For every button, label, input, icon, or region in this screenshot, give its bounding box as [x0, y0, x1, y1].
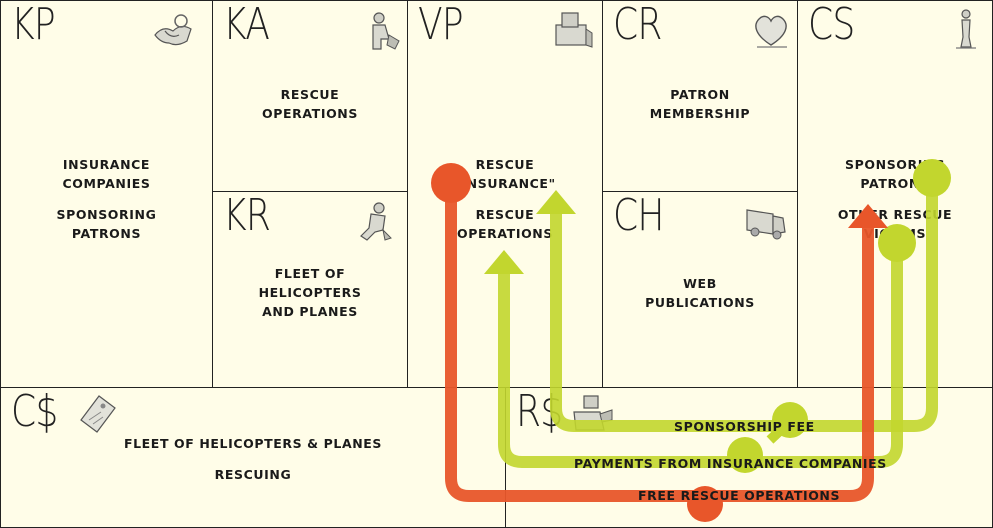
activity-item: RESCUE [280, 87, 340, 102]
cost-structure-code: C$ [11, 386, 58, 437]
key-resources-list: FLEET OF HELICOPTERS AND PLANES [213, 264, 407, 321]
value-propositions-block: VP RESCUE "INSURANCE" RESCUE OPERATIONS [407, 0, 603, 388]
key-activities-list: RESCUE OPERATIONS [213, 85, 407, 123]
cash-register-icon [573, 395, 613, 431]
segment-item: VICTIMS [863, 226, 927, 241]
resource-worker-icon [360, 202, 392, 241]
segment-item: PATRONS [860, 176, 930, 191]
key-activities-code: KA [223, 0, 270, 50]
value-item: RESCUE [475, 207, 535, 222]
person-standing-icon [956, 9, 976, 49]
value-propositions-code: VP [418, 0, 464, 50]
value-item: OPERATIONS [457, 226, 553, 241]
resource-item: FLEET OF [274, 266, 346, 281]
free-rescue-label: FREE RESCUE OPERATIONS [638, 488, 841, 503]
value-item: RESCUE [475, 157, 535, 172]
channels-list: WEB PUBLICATIONS [603, 274, 797, 312]
channels-block: CH WEB PUBLICATIONS [602, 191, 798, 388]
cost-structure-block: C$ FLEET OF HELICOPTERS & PLANES RESCUIN… [0, 387, 506, 528]
channel-item: PUBLICATIONS [645, 295, 755, 310]
key-resources-code: KR [223, 190, 271, 241]
key-partners-block: KP INSURANCE COMPANIES SPONSORING PATRON… [0, 0, 213, 388]
channels-code: CH [613, 190, 665, 241]
resource-item: AND PLANES [262, 304, 358, 319]
customer-segments-list: SPONSORING PATRONS OTHER RESCUE VICTIMS [798, 155, 992, 243]
partner-item: PATRONS [71, 226, 142, 241]
revenue-streams-code: R$ [516, 386, 563, 437]
customer-relationships-list: PATRON MEMBERSHIP [603, 85, 797, 123]
key-partners-code: KP [11, 0, 56, 50]
key-resources-block: KR FLEET OF HELICOPTERS AND PLANES [212, 191, 408, 388]
price-tag-icon [80, 395, 116, 433]
partner-item: COMPANIES [62, 176, 151, 191]
customer-relationships-code: CR [613, 0, 662, 50]
key-partners-list: INSURANCE COMPANIES SPONSORING PATRONS [1, 155, 212, 243]
sponsorship-fee-label: SPONSORSHIP FEE [674, 419, 815, 434]
cost-structure-list: FLEET OF HELICOPTERS & PLANES RESCUING [1, 434, 505, 484]
value-propositions-list: RESCUE "INSURANCE" RESCUE OPERATIONS [408, 155, 602, 243]
heart-icon [755, 15, 787, 48]
partnership-handshake-icon [154, 14, 192, 46]
key-activities-block: KA RESCUE OPERATIONS [212, 0, 408, 192]
partner-item: SPONSORING [56, 207, 157, 222]
payments-label: PAYMENTS FROM INSURANCE COMPANIES [574, 456, 887, 471]
segment-item: OTHER RESCUE [837, 207, 953, 222]
resource-item: HELICOPTERS [258, 285, 362, 300]
relationship-item: MEMBERSHIP [649, 106, 751, 121]
activity-item: OPERATIONS [262, 106, 358, 121]
cost-item: RESCUING [214, 467, 292, 482]
channel-item: WEB [683, 276, 717, 291]
segment-item: SPONSORING [845, 157, 945, 172]
worker-activity-icon [372, 12, 400, 50]
customer-relationships-block: CR PATRON MEMBERSHIP [602, 0, 798, 192]
customer-segments-block: CS SPONSORING PATRONS OTHER RESCUE VICTI… [797, 0, 993, 388]
value-item: "INSURANCE" [454, 176, 556, 191]
relationship-item: PATRON [670, 87, 730, 102]
gift-package-icon [555, 12, 593, 48]
customer-segments-code: CS [808, 0, 855, 50]
delivery-truck-icon [746, 209, 786, 240]
partner-item: INSURANCE [62, 157, 151, 172]
cost-item: FLEET OF HELICOPTERS & PLANES [123, 436, 383, 451]
